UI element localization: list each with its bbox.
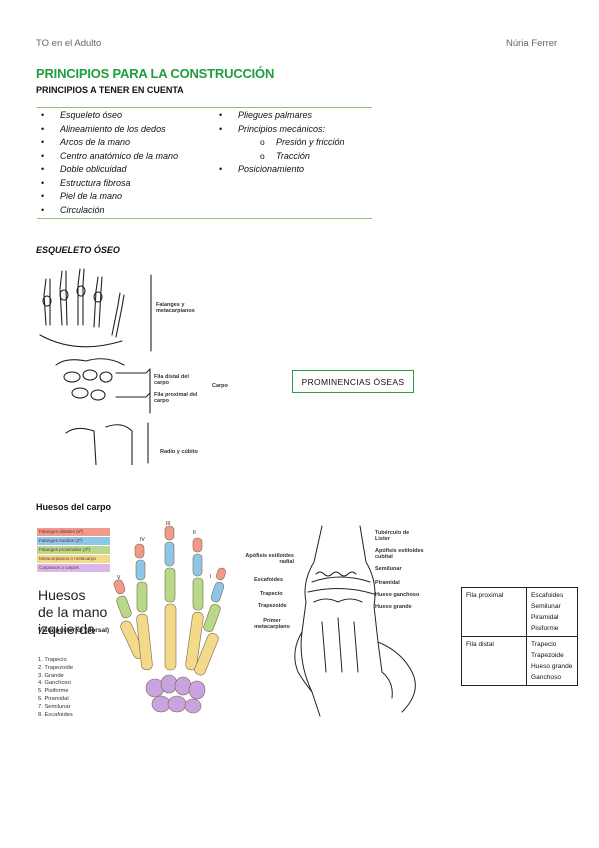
- hand-view-label: Vista posterior (dorsal): [38, 627, 110, 634]
- list-item: Alineamiento de los dedos: [38, 123, 178, 137]
- colored-hand-illustration: [113, 525, 226, 714]
- hand-bone-list: 1. Trapecio 2. Trapezoide 3. Grande 4. G…: [38, 657, 73, 719]
- numeral-v: V: [117, 575, 121, 581]
- label-radius-ulna: Radio y cúbito: [160, 449, 198, 455]
- table-cell-row-name: Fila distal: [461, 636, 527, 686]
- label-metacarpiano: Primer metacarpiano: [254, 618, 290, 630]
- label-escafoides: Escafoides: [254, 577, 284, 583]
- list-item: 4. Ganchoso: [38, 680, 71, 687]
- label-proximal-row: Fila proximal del carpo: [154, 392, 198, 404]
- label-phalanges: Falanges y metacarpianos: [156, 302, 195, 314]
- list-item: Pliegues palmares: [216, 109, 325, 123]
- section-carpal-title: Huesos del carpo: [36, 502, 112, 512]
- header-right: Núria Ferrer: [506, 38, 558, 49]
- legend-carpo: Carpianos o carpos: [37, 564, 110, 572]
- list-item: Principios mecánicos:: [216, 123, 325, 137]
- list-item: Piel de la mano: [38, 190, 178, 204]
- legend-metacarpo: Metacarpianos o metacarpo: [37, 555, 110, 563]
- label-trapecio: Trapecio: [260, 591, 283, 597]
- label-semilunar: Semilunar: [375, 566, 402, 572]
- section-skeleton-title: ESQUELETO ÓSEO: [36, 245, 120, 255]
- list-item: 3. Grande: [38, 672, 64, 679]
- header-left: TO en el Adulto: [36, 38, 102, 49]
- legend-media: Falanges medias (2ª): [37, 537, 110, 545]
- label-lister: Tubérculo de Lister: [375, 530, 410, 542]
- label-piramidal: Piramidal: [375, 580, 400, 586]
- skeleton-illustration: [39, 268, 152, 465]
- hand-title: Huesos de la mano izquierda: [38, 587, 108, 637]
- list-item: Esqueleto óseo: [38, 109, 178, 123]
- page-title: PRINCIPIOS PARA LA CONSTRUCCIÓN: [36, 66, 275, 81]
- list-item: Centro anatómico de la mano: [38, 150, 178, 164]
- principles-left-list: Esqueleto óseo Alineamiento de los dedos…: [38, 109, 178, 217]
- table-row: Fila distal Trapecio Trapezoide Hueso gr…: [461, 636, 578, 686]
- label-distal-row: Fila distal del carpo: [154, 374, 189, 386]
- list-item: Doble oblicuidad: [38, 163, 178, 177]
- list-item: Posicionamiento: [216, 163, 304, 177]
- principles-sub-list: Presión y fricción Tracción: [238, 136, 345, 163]
- list-item: Arcos de la mano: [38, 136, 178, 150]
- legend-distal: Falanges distales (5ª): [37, 528, 110, 536]
- label-ganchoso: Hueso ganchoso: [375, 592, 420, 598]
- legend-proximal: Falanges proximales (3ª): [37, 546, 110, 554]
- numeral-i: I: [210, 574, 212, 580]
- label-trapezoide: Trapezoide: [258, 603, 287, 609]
- principles-right-list: Pliegues palmares Principios mecánicos:: [216, 109, 325, 136]
- bottom-rule: [37, 218, 372, 219]
- label-carpo: Carpo: [212, 383, 228, 389]
- table-cell-row-name: Fila proximal: [461, 587, 527, 637]
- list-item: Circulación: [38, 204, 178, 218]
- table-cell-bones: Escafoides Semilunar Piramidal Pisiforme: [526, 587, 578, 637]
- table-row: Fila proximal Escafoides Semilunar Piram…: [461, 587, 578, 637]
- wrist-illustration: [294, 525, 416, 717]
- numeral-iv: IV: [140, 537, 145, 543]
- list-item: 2. Trapezoide: [38, 664, 74, 671]
- list-item: Tracción: [238, 150, 345, 164]
- list-item: 6. Piramidal: [38, 695, 69, 702]
- label-styloid-radial: Apófisis estiloides radial: [245, 553, 294, 565]
- table-cell-bones: Trapecio Trapezoide Hueso grande Ganchos…: [526, 636, 578, 686]
- list-item: Presión y fricción: [238, 136, 345, 150]
- numeral-ii: II: [193, 530, 196, 536]
- subtitle: PRINCIPIOS A TENER EN CUENTA: [36, 85, 184, 95]
- prominences-box: PROMINENCIAS ÓSEAS: [292, 370, 414, 393]
- numeral-iii: III: [166, 521, 171, 527]
- carpal-table: Fila proximal Escafoides Semilunar Piram…: [461, 587, 578, 686]
- list-item: 5. Pisiforme: [38, 688, 69, 695]
- principles-right-list-2: Posicionamiento: [216, 163, 304, 177]
- list-item: 7. Semilunar: [38, 703, 71, 710]
- list-item: 8. Escafoides: [38, 711, 73, 718]
- top-rule: [37, 107, 372, 108]
- list-item: Estructura fibrosa: [38, 177, 178, 191]
- list-item: 1. Trapecio: [38, 657, 67, 663]
- label-styloid-ulnar: Apófisis estiloides cubital: [375, 548, 424, 560]
- label-grande: Hueso grande: [375, 604, 412, 610]
